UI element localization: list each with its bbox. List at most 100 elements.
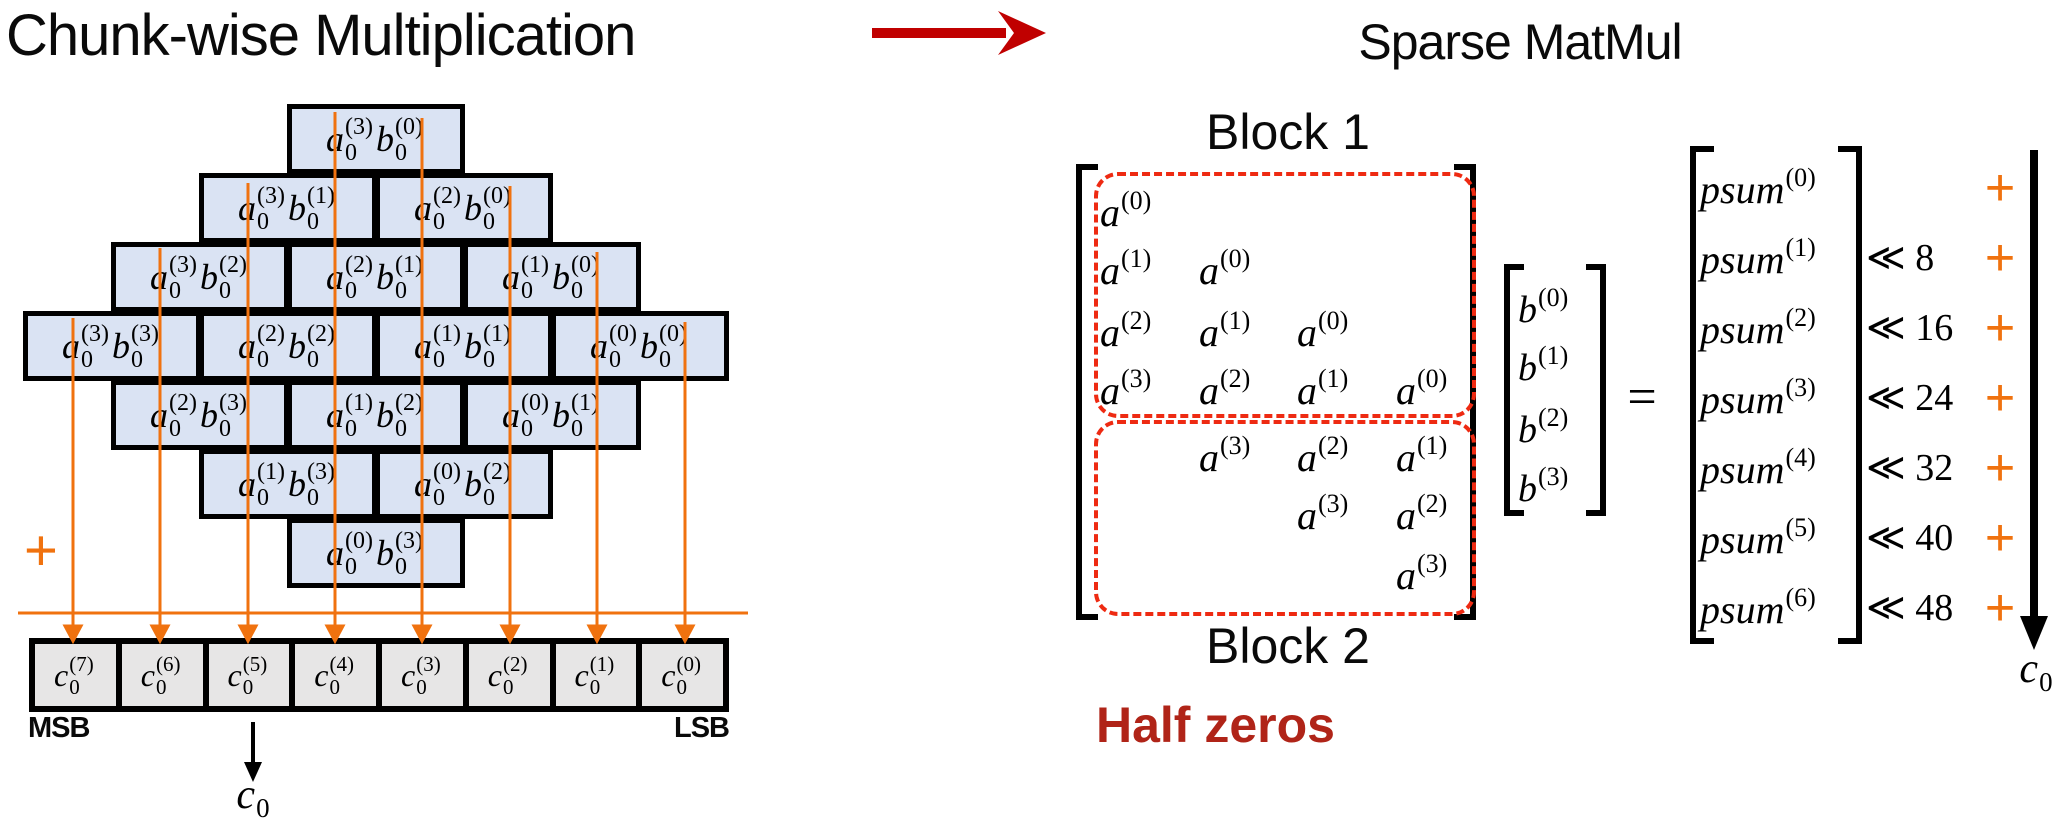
subscript: 0: [395, 554, 407, 580]
right-title: Sparse MatMul: [1358, 14, 1682, 70]
math-var: a: [62, 326, 81, 366]
math-var: a: [1199, 310, 1219, 355]
block2-outline-icon: [1094, 420, 1476, 616]
subscript: 0: [433, 347, 446, 373]
math-var: b: [464, 464, 482, 504]
math-var: b: [1518, 409, 1537, 451]
subscript: 0: [571, 416, 583, 442]
subscript: 0: [81, 347, 94, 373]
math-var: a: [1396, 435, 1416, 480]
subscript: 0: [416, 675, 427, 699]
math-var: b: [1518, 347, 1537, 389]
subscript: 0: [329, 675, 340, 699]
math-var: psum: [1700, 587, 1785, 632]
math-var: a: [326, 533, 345, 573]
math-var: c: [227, 657, 242, 693]
superscript: (2): [219, 252, 247, 278]
result-term: c(7)0: [54, 652, 97, 698]
math-var: b: [552, 395, 570, 435]
sup-sub-stack: (0)0: [395, 115, 423, 165]
superscript: (3): [1121, 364, 1152, 393]
superscript: (1): [1318, 364, 1349, 393]
subscript: 0: [345, 140, 358, 166]
superscript: (3): [1220, 431, 1251, 460]
sup-sub-stack: (3)0: [81, 322, 109, 372]
result-cell: c(6)0: [115, 644, 203, 706]
sup-sub-stack: (1)0: [521, 253, 549, 303]
subscript: 0: [257, 485, 270, 511]
matrix-entry: a(1): [1396, 431, 1447, 485]
sup-sub-stack: (1)0: [307, 184, 335, 234]
math-var: a: [238, 326, 257, 366]
math-var: b: [1518, 289, 1537, 331]
math-var: psum: [1700, 517, 1785, 562]
plus-sign: +: [1984, 439, 2016, 497]
math-var: b: [288, 188, 306, 228]
superscript: (1): [571, 390, 599, 416]
sup-sub-stack: (1)0: [345, 391, 373, 441]
plus-sign: +: [1984, 159, 2016, 217]
psum-bracket-right-icon: [1838, 146, 1862, 644]
superscript: (1): [1538, 341, 1569, 370]
superscript: (1): [433, 321, 461, 347]
subscript: 0: [307, 347, 319, 373]
sup-sub-stack: (1)0: [257, 460, 285, 510]
block2-label: Block 2: [1206, 618, 1370, 674]
plus-sign: +: [1984, 229, 2016, 287]
math-var: c: [487, 657, 502, 693]
sup-sub-stack: (3)0: [257, 184, 285, 234]
superscript: (7): [69, 652, 94, 676]
bvector-bracket-left-icon: [1504, 264, 1524, 516]
superscript: (0): [433, 459, 461, 485]
subscript: 0: [219, 278, 231, 304]
shift-label: ≪ 24: [1866, 377, 1954, 419]
result-term: c(2)0: [487, 653, 531, 698]
superscript: (0): [1121, 186, 1152, 215]
psum-entry: psum(4): [1700, 443, 1816, 497]
superscript: (2): [433, 183, 461, 209]
superscript: (4): [1785, 443, 1816, 472]
lsb-label: LSB: [674, 712, 730, 744]
result-cell: c(4)0: [289, 644, 376, 706]
math-var: a: [414, 188, 433, 228]
sup-sub-stack: (2)0: [395, 391, 423, 441]
math-var: b: [112, 326, 130, 366]
sup-sub-stack: (6)0: [156, 654, 181, 698]
math-var: a: [1297, 493, 1317, 538]
psum-entry: psum(1): [1700, 233, 1816, 287]
math-var: psum: [1700, 167, 1785, 212]
math-var: a: [1396, 553, 1416, 598]
b-entry: b(3): [1518, 462, 1568, 516]
math-var: c: [401, 657, 416, 693]
subscript: 0: [395, 140, 407, 166]
math-var: a: [1297, 368, 1317, 413]
sup-sub-stack: (4)0: [329, 654, 354, 698]
math-var: a: [326, 119, 345, 159]
msb-label: MSB: [28, 712, 90, 744]
superscript: (3): [1417, 549, 1448, 578]
sup-sub-stack: (3)0: [416, 654, 441, 698]
math-var: c: [140, 657, 155, 693]
math-var: c: [574, 657, 589, 693]
plus-sign: +: [1984, 509, 2016, 567]
superscript: (0): [521, 390, 549, 416]
result-term: c(6)0: [140, 653, 184, 698]
matrix-entry: a(2): [1100, 306, 1151, 360]
superscript: (2): [1121, 306, 1152, 335]
block1-label: Block 1: [1206, 104, 1370, 160]
sup-sub-stack: (0)0: [609, 322, 637, 372]
superscript: (0): [1538, 283, 1569, 312]
